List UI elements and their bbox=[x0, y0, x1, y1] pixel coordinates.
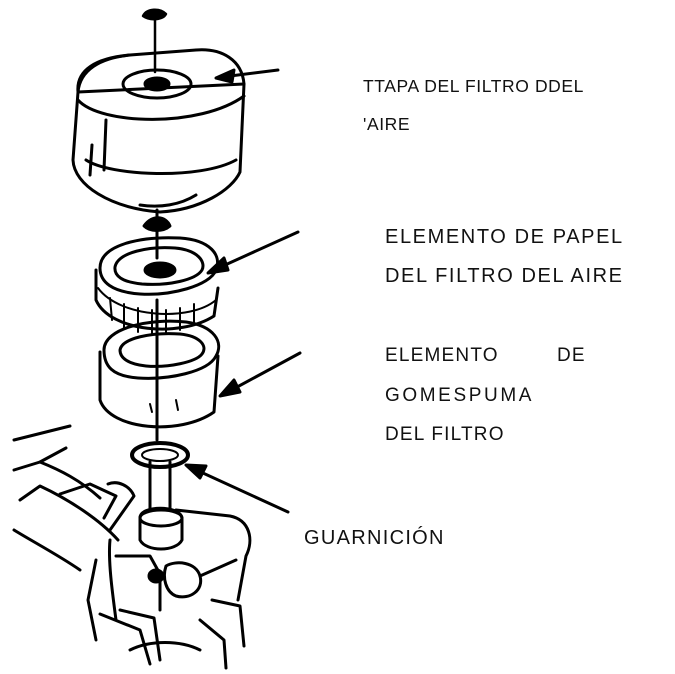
cover-leader-arrow bbox=[214, 68, 280, 84]
foam-element-label-line3: DEL FILTRO bbox=[385, 424, 505, 445]
foam-element-label-word2: DE bbox=[557, 345, 586, 366]
gasket-leader-arrow bbox=[184, 463, 290, 514]
foam-element-label-word1: ELEMENTO bbox=[385, 345, 499, 366]
paper-element-label-line2: DEL FILTRO DEL AIRE bbox=[385, 265, 624, 287]
gasket-label: GUARNICIÓN bbox=[304, 527, 445, 549]
engine-base bbox=[12, 424, 252, 670]
foam-filter-element bbox=[98, 298, 221, 442]
foam-element-label-line2: GOMESPUMA bbox=[385, 385, 535, 406]
wing-nut bbox=[141, 8, 168, 74]
foam-leader-arrow bbox=[218, 351, 302, 398]
stud bbox=[142, 208, 172, 260]
air-filter-cover-label-line1: TTAPA DEL FILTRO DDEL bbox=[363, 76, 585, 96]
air-filter-cover bbox=[71, 48, 246, 214]
paper-element-label-line1: ELEMENTO DE PAPEL bbox=[385, 226, 624, 248]
air-filter-cover-label-line2: 'AIRE bbox=[363, 114, 411, 134]
paper-leader-arrow bbox=[206, 230, 300, 275]
gasket bbox=[130, 441, 190, 469]
